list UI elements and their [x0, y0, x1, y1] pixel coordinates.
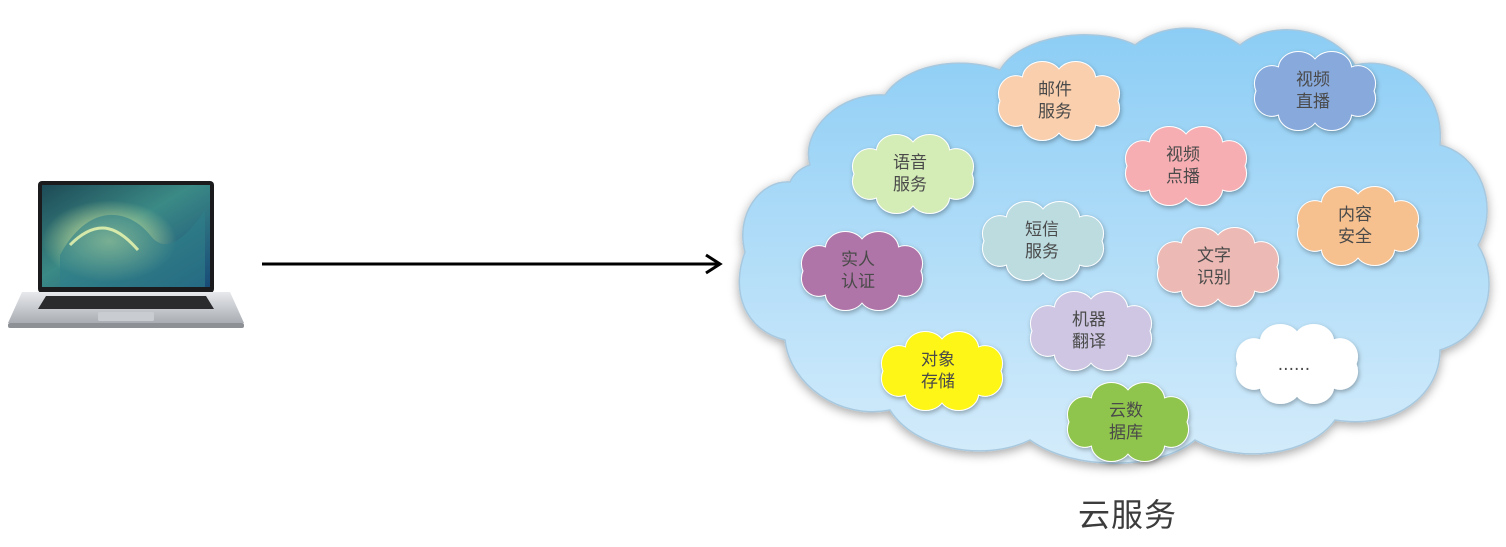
service-label-voice: 语音 服务	[850, 152, 970, 196]
service-label-more: ......	[1234, 354, 1354, 376]
service-cloud-cloud-db	[1067, 382, 1189, 462]
service-label-line: 实人	[841, 250, 875, 270]
service-label-line: 直播	[1296, 92, 1330, 112]
service-cloud-sms	[982, 201, 1104, 281]
service-label-line: 服务	[1025, 242, 1059, 262]
service-label-line: 服务	[1038, 102, 1072, 122]
service-label-mt: 机器 翻译	[1029, 309, 1149, 353]
service-label-line: 翻译	[1072, 332, 1106, 352]
service-cloud-content-safety	[1297, 186, 1419, 266]
service-label-line: 短信	[1025, 220, 1059, 240]
service-cloud-voice	[852, 134, 974, 214]
service-cloud-real-name	[801, 231, 923, 311]
service-label-ocr: 文字 识别	[1154, 245, 1274, 289]
service-cloud-mail	[998, 61, 1120, 141]
service-label-real-name: 实人 认证	[798, 249, 918, 293]
cloud-services-caption: 云服务	[1077, 496, 1177, 534]
service-label-line: 据库	[1109, 423, 1143, 443]
service-cloud-video-live	[1254, 51, 1376, 131]
service-label-line: 云数	[1109, 401, 1143, 421]
service-label-line: 存储	[921, 372, 955, 392]
service-label-line: 服务	[893, 175, 927, 195]
laptop-icon	[8, 181, 244, 328]
service-label-line: 点播	[1166, 167, 1200, 187]
service-label-line: 文字	[1197, 246, 1231, 266]
service-label-line: 视频	[1166, 145, 1200, 165]
service-cloud-object-storage	[881, 331, 1003, 411]
service-label-mail: 邮件 服务	[995, 79, 1115, 123]
service-label-line: 安全	[1338, 227, 1372, 247]
service-label-sms: 短信 服务	[982, 219, 1102, 263]
service-label-line: ......	[1277, 355, 1311, 375]
service-cloud-vod	[1125, 126, 1247, 206]
service-label-content-safety: 内容 安全	[1295, 204, 1415, 248]
service-cloud-ocr	[1157, 227, 1279, 307]
service-label-line: 对象	[921, 350, 955, 370]
service-label-line: 识别	[1197, 268, 1231, 288]
service-label-line: 视频	[1296, 70, 1330, 90]
service-label-line: 语音	[893, 153, 927, 173]
service-cloud-mt	[1030, 291, 1152, 371]
connection-arrow	[262, 253, 723, 275]
service-label-line: 邮件	[1038, 80, 1072, 100]
service-label-line: 内容	[1338, 205, 1372, 225]
service-label-object-storage: 对象 存储	[878, 349, 998, 393]
service-label-line: 认证	[841, 272, 875, 292]
service-label-vod: 视频 点播	[1123, 144, 1243, 188]
service-label-line: 机器	[1072, 310, 1106, 330]
service-cloud-more	[1236, 324, 1358, 404]
service-label-cloud-db: 云数 据库	[1066, 400, 1186, 444]
service-label-video-live: 视频 直播	[1253, 69, 1373, 113]
